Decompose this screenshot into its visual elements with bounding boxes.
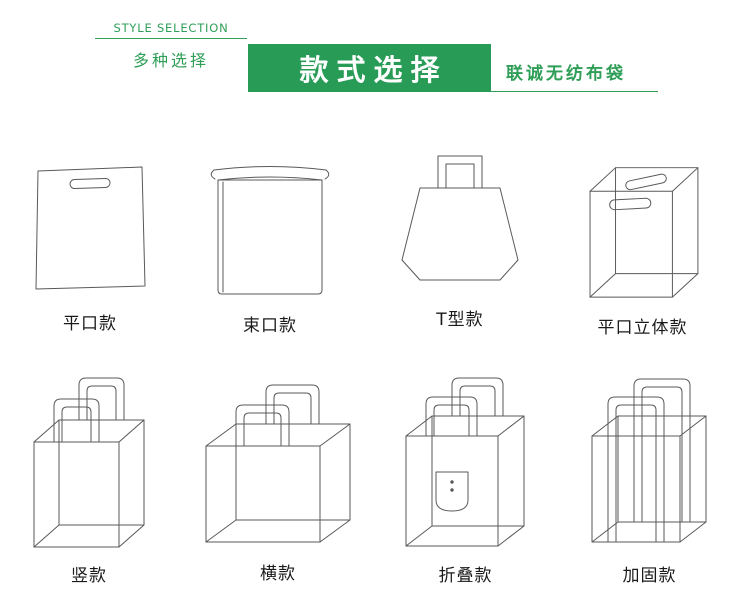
drawstring-bag-icon [210, 166, 330, 295]
style-label: 平口立体款 [597, 318, 688, 338]
t-shape-bag-icon [401, 155, 519, 281]
style-card-vertical: 竖款 [26, 372, 152, 586]
flat-bag-icon [35, 166, 146, 290]
style-card-drawstring: 束口款 [205, 150, 335, 336]
eyebrow-text: STYLE SELECTION [113, 21, 229, 35]
style-label: 竖款 [71, 566, 107, 586]
style-label: 折叠款 [438, 566, 493, 586]
style-label: 平口款 [63, 314, 117, 334]
folding-tote-icon [405, 377, 525, 547]
reinforced-tote-icon [591, 378, 707, 543]
style-label: T型款 [436, 310, 484, 330]
horizontal-tote-icon [205, 384, 351, 543]
style-label: 加固款 [622, 566, 677, 586]
eyebrow-underline [95, 38, 247, 39]
title-banner: 款式选择 [248, 44, 491, 92]
style-card-flat: 平口款 [30, 155, 150, 334]
brand-underline [491, 91, 658, 92]
style-card-folding: 折叠款 [398, 374, 533, 586]
subtitle-text: 多种选择 [132, 51, 209, 70]
style-card-flat-gusset: 平口立体款 [575, 152, 710, 338]
style-card-t-shape: T型款 [390, 148, 530, 330]
page-title: 款式选择 [299, 53, 448, 87]
style-card-horizontal: 横款 [198, 382, 358, 584]
style-label: 横款 [260, 564, 296, 584]
brand-name: 联诚无纺布袋 [506, 64, 626, 84]
vertical-tote-icon [33, 377, 145, 548]
style-card-reinforced: 加固款 [582, 374, 717, 586]
style-label: 束口款 [243, 316, 297, 336]
flat-gusset-bag-icon [589, 167, 699, 298]
